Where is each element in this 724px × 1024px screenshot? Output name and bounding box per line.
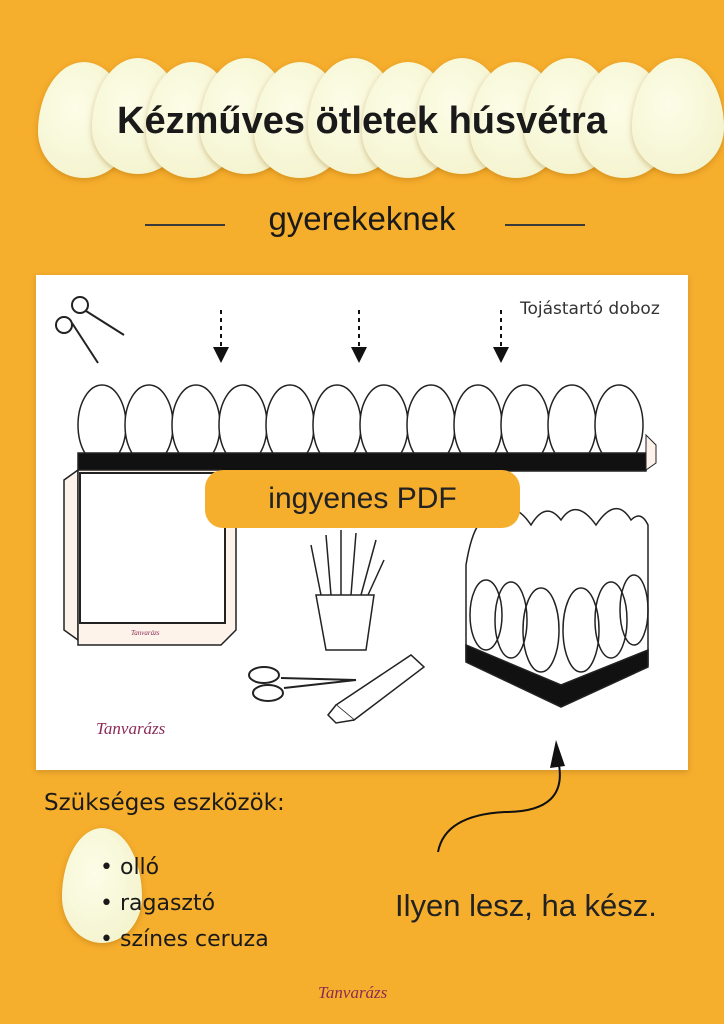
subtitle: gyerekeknek [268,200,456,237]
finished-box [465,508,649,708]
glue-tube-icon [326,654,426,724]
svg-text:Tanvarázs: Tanvarázs [131,629,160,637]
list-item: olló [100,850,269,886]
header-egg [632,58,724,174]
egg-strip [77,384,647,472]
craft-illustration: Tanvarázs [55,296,657,724]
footer-logo: Tanvarázs [318,983,388,1002]
divider-left [145,224,225,226]
caption: Tojástartó doboz [520,299,660,319]
tools-title: Szükséges eszközök: [44,790,285,816]
tools-list: olló ragasztó színes ceruza [100,850,269,958]
free-pdf-badge[interactable]: ingyenes PDF [205,470,520,528]
grass-strip [77,452,647,472]
curved-arrow-icon [437,740,565,853]
result-text: Ilyen lesz, ha kész. [395,888,657,923]
panel-logo: Tanvarázs [96,719,166,738]
divider-right [505,224,585,226]
box-template [63,468,237,646]
scissors-icon [55,296,125,364]
page-title: Kézműves ötletek húsvétra [117,100,607,142]
list-item: ragasztó [100,886,269,922]
arrow-down-icons [220,310,502,350]
list-item: színes ceruza [100,922,269,958]
pencil-cup-icon [310,530,385,651]
scissors-icon [248,666,357,702]
